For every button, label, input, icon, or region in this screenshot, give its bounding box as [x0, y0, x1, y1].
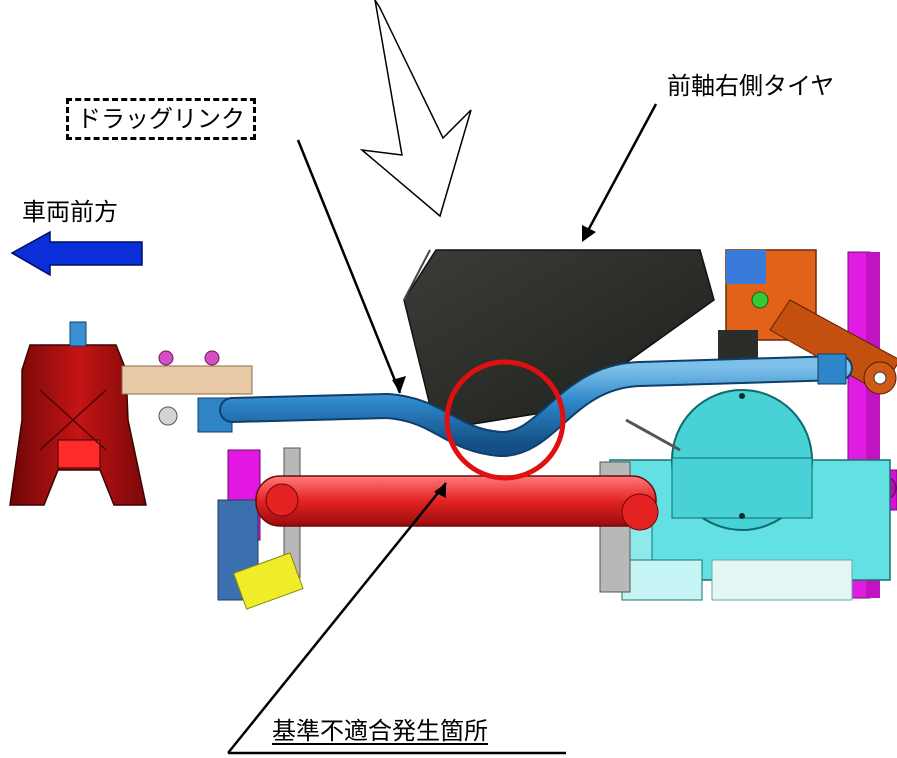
- yellow-bolt: [233, 552, 304, 610]
- knuckle-arm: [121, 365, 253, 395]
- steering-knuckle: [9, 321, 253, 506]
- suspension-assembly: [580, 249, 897, 601]
- front-right-tire-label: 前軸右側タイヤ: [667, 72, 835, 100]
- nonconformity-circle: [444, 359, 566, 481]
- vehicle-front-label: 車両前方: [22, 198, 118, 226]
- leader-lines: [227, 103, 658, 755]
- drag-link-label: ドラッグリンク: [66, 98, 256, 140]
- tie-rod: [217, 447, 659, 610]
- vehicle-front-arrow-icon: [10, 230, 143, 277]
- view-direction-arrow-icon: [359, 0, 472, 218]
- nonconformity-site-label: 基準不適合発生箇所: [272, 717, 488, 745]
- drag-link: [219, 353, 853, 457]
